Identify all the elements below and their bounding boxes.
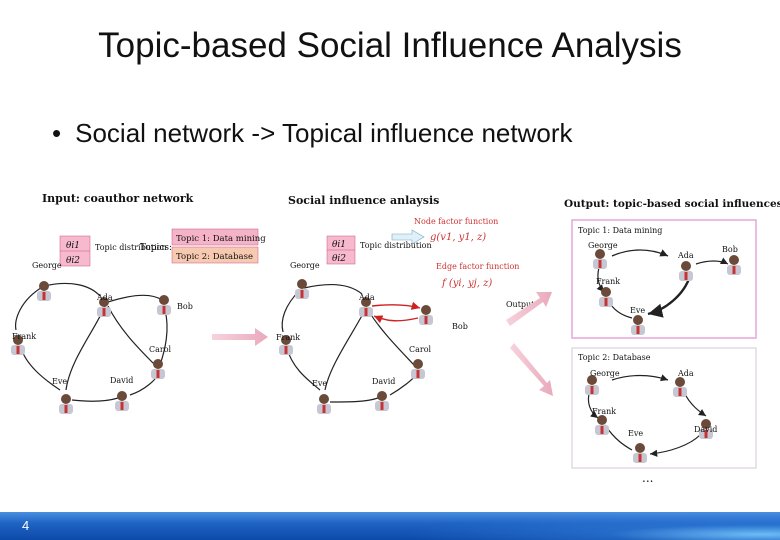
analysis-david-label: David	[372, 377, 395, 386]
node-bob-label: Bob	[177, 302, 193, 311]
node-george-icon	[37, 281, 51, 301]
output-panel: Output: topic-based social influences To…	[564, 198, 780, 485]
output-ellipsis: ...	[642, 471, 653, 485]
topics-label: Topics:	[140, 243, 172, 253]
topic2-box	[171, 246, 259, 264]
bullet-text: Social network -> Topical influence netw…	[75, 118, 573, 148]
output-topic1-label: Topic 1: Data mining	[578, 226, 662, 235]
bullet-dot: •	[52, 118, 62, 148]
node-factor-label: Node factor function	[414, 217, 498, 226]
theta1-label: θi1	[66, 241, 80, 251]
t2-ada-label: Ada	[677, 369, 694, 378]
flow-arrow-down	[510, 343, 553, 396]
edge-factor-func: f (yi, yj, z)	[441, 278, 492, 289]
node-david-label: David	[110, 376, 133, 385]
input-panel: Input: coauthor network θi1 θi2 Topic di…	[11, 192, 266, 414]
analysis-ada-label: Ada	[358, 293, 375, 302]
analysis-george-icon	[295, 279, 309, 299]
analysis-heading: Social influence anlaysis	[288, 194, 439, 207]
page-number: 4	[22, 518, 30, 533]
t1-bob-label: Bob	[722, 245, 738, 254]
footer-shine	[400, 512, 780, 540]
theta2-label: θi2	[66, 256, 80, 266]
node-carol-icon	[151, 359, 165, 379]
analysis-theta1: θi1	[332, 240, 346, 250]
t1-frank-label: Frank	[596, 277, 620, 286]
bullet-item: • Social network -> Topical influence net…	[52, 118, 573, 149]
node-factor-func: g(v1, y1, z)	[430, 232, 486, 243]
analysis-eve-icon	[317, 394, 331, 414]
node-eve-label: Eve	[52, 377, 67, 386]
t2-frank-label: Frank	[592, 407, 616, 416]
topic1-box	[171, 228, 259, 246]
output-topic1-box	[571, 219, 757, 339]
node-ada-label: Ada	[96, 293, 113, 302]
edge-factor-label: Edge factor function	[436, 262, 519, 271]
analysis-george-label: George	[290, 261, 320, 270]
analysis-panel: Social influence anlaysis Node factor fu…	[276, 194, 535, 414]
analysis-frank-label: Frank	[276, 333, 300, 342]
topic-distribution-label: Topic distribution	[95, 243, 167, 252]
analysis-theta2: θi2	[332, 254, 346, 264]
analysis-bob-icon	[419, 305, 433, 325]
footer-bar	[0, 512, 780, 540]
node-frank-label: Frank	[12, 332, 36, 341]
output-heading: Output: topic-based social influences	[564, 198, 780, 210]
analysis-eve-label: Eve	[312, 379, 327, 388]
topic2-label: Topic 2: Database	[176, 252, 253, 262]
t2-eve-label: Eve	[628, 429, 643, 438]
analysis-bob-label: Bob	[452, 322, 468, 331]
node-eve-icon	[59, 394, 73, 414]
t2-george-label: George	[590, 369, 620, 378]
flow-arrow-1	[212, 328, 268, 346]
analysis-carol-icon	[411, 359, 425, 379]
node-george-label: George	[32, 261, 62, 270]
topic1-label: Topic 1: Data mining	[176, 234, 266, 244]
analysis-david-icon	[375, 391, 389, 411]
output-topic2-box	[571, 347, 757, 469]
node-carol-label: Carol	[149, 345, 172, 354]
analysis-topic-distribution: Topic distribution	[360, 241, 432, 250]
output-topic2-label: Topic 2: Database	[578, 353, 651, 362]
input-heading: Input: coauthor network	[42, 192, 194, 205]
flow-arrow-up	[506, 292, 552, 326]
output-label: Output	[506, 300, 535, 309]
t1-eve-label: Eve	[630, 306, 645, 315]
t1-ada-label: Ada	[677, 251, 694, 260]
t2-david-label: David	[694, 425, 717, 434]
analysis-carol-label: Carol	[409, 345, 432, 354]
node-david-icon	[115, 391, 129, 411]
node-factor-arrow	[391, 229, 425, 245]
slide-title: Topic-based Social Influence Analysis	[98, 26, 682, 65]
influence-diagram: Input: coauthor network θi1 θi2 Topic di…	[11, 192, 780, 485]
t1-george-label: George	[588, 241, 618, 250]
